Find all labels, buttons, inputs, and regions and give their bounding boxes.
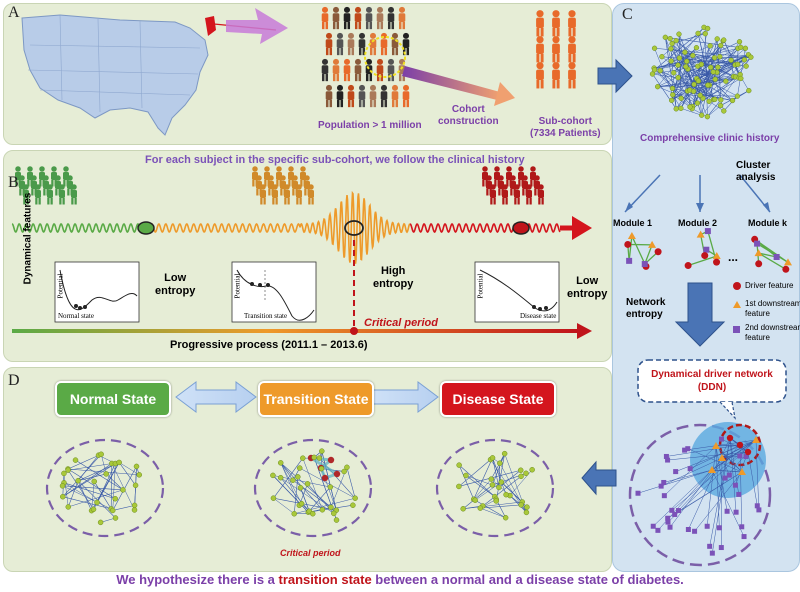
panel-b-letter: B [8,174,19,191]
normal-state-box: Normal State [55,381,171,417]
low-entropy-label-2: Low entropy [567,275,608,300]
arrow-to-panel-d [581,460,617,496]
hypothesis-line: We hypothesize there is a transition sta… [0,572,800,587]
critical-point [350,327,358,335]
critical-period-d-label: Critical period [280,548,341,558]
progress-bar [12,329,577,333]
legend-driver: Driver feature [745,281,794,290]
legend-first: 1st downstream feature [745,299,800,318]
legend-second-marker [733,326,740,333]
state-networks [45,438,555,538]
clinic-history-label: Comprehensive clinic history [640,133,780,144]
network-entropy-arrow [674,282,726,347]
cohort-label: Cohort construction [438,104,499,127]
ddn-network [635,434,762,556]
axis-title: Dynamical features [22,192,34,285]
potential-label-3: Potential [476,273,485,299]
potential-plot-normal [54,261,140,323]
population-crowd-icon [321,6,410,108]
potential-plot-transition [231,261,317,323]
network-entropy-label: Network entropy [626,297,666,320]
normal-state-plot-label: Normal state [58,312,94,320]
population-label: Population > 1 million [318,120,422,131]
critical-period-label: Critical period [364,317,438,329]
module-2-label: Module 2 [678,218,718,228]
cohort-arrow [402,66,500,100]
potential-label-1: Potential [56,273,65,299]
panel-c-letter: C [622,6,633,23]
module-1-label: Module 1 [613,218,653,228]
transition-state-plot-label: Transition state [244,312,288,320]
panel-a-letter: A [8,4,20,21]
ddn-callout [637,359,787,403]
us-map-icon [21,14,216,136]
low-entropy-label-1: Low entropy [155,272,196,297]
legend-driver-marker [733,282,741,290]
selection-circle [364,36,406,78]
hypothesis-before: We hypothesize there is a [116,572,279,587]
clinic-history-network [649,24,754,120]
high-entropy-label: High entropy [373,265,414,290]
hypothesis-after: between a normal and a disease state of … [371,572,684,587]
normal-transition-arrow [175,381,257,413]
arrow-to-clinic-history [597,58,633,94]
cluster-label: Cluster analysis [736,160,776,183]
subcohort-label: Sub-cohort (7334 Patients) [530,116,601,139]
disease-state-plot-label: Disease state [520,312,557,320]
arrow-to-population [226,8,288,44]
module-k-label: Module k [748,218,788,228]
hypothesis-highlight: transition state [278,572,372,587]
ddn-label: Dynamical driver network (DDN) [651,369,773,393]
sub-cohort-icon [536,10,576,89]
legend-second: 2nd downstream feature [745,323,800,342]
people-groups [15,166,544,205]
potential-label-2: Potential [233,273,242,299]
transition-state-box: Transition State [258,381,374,417]
progress-label: Progressive process (2011.1 – 2013.6) [170,339,368,351]
modules-group [624,228,792,273]
legend-first-marker [733,301,741,308]
ellipsis: ... [728,250,739,264]
panel-d-letter: D [8,372,20,389]
dynamical-wave [11,190,592,264]
transition-disease-arrow [371,381,439,413]
disease-state-box: Disease State [440,381,556,417]
potential-plot-disease [474,261,560,323]
panel-b-header: For each subject in the specific sub-coh… [145,154,525,166]
